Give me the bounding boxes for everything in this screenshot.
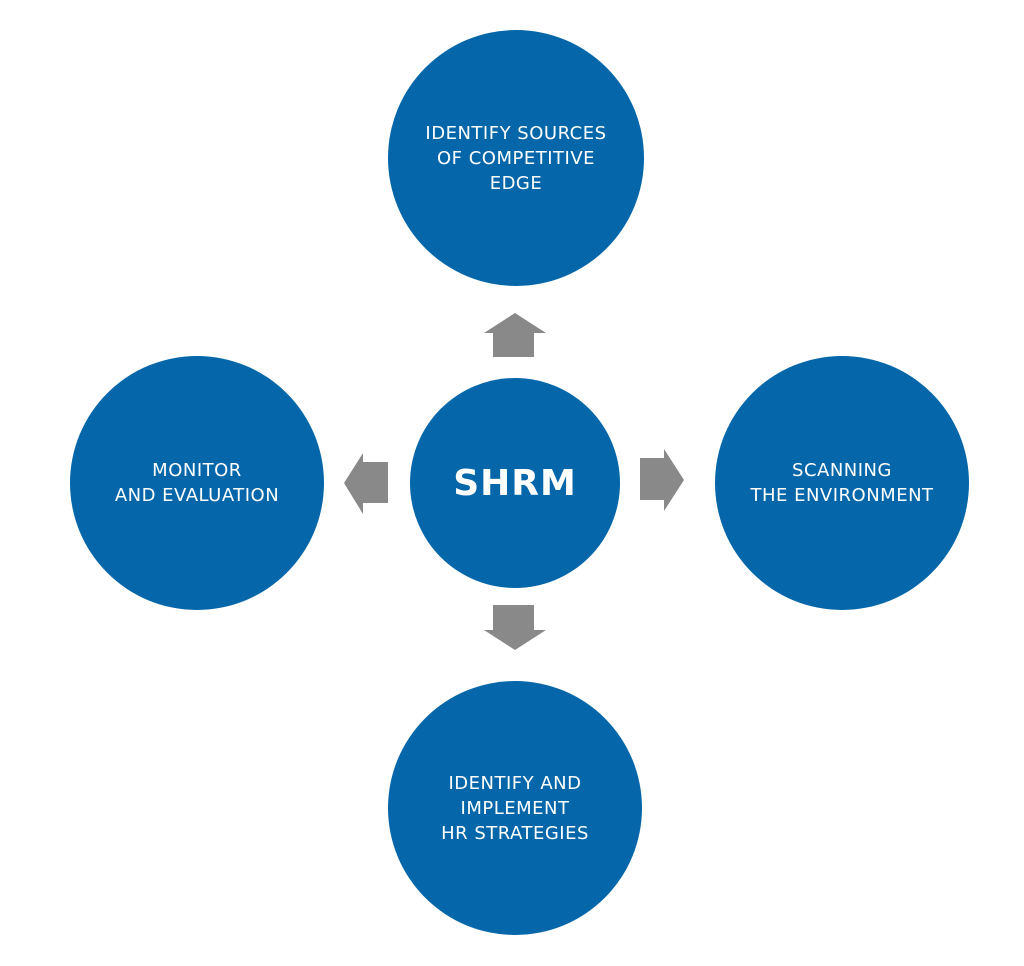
arrow-down-icon [484,605,546,650]
arrow-left-icon [344,453,388,514]
node-hr-strategies: IDENTIFY AND IMPLEMENT HR STRATEGIES [388,681,642,935]
node-label: MONITOR AND EVALUATION [114,460,280,506]
node-scanning-environment: SCANNING THE ENVIRONMENT [715,356,969,610]
node-label: IDENTIFY SOURCES OF COMPETITIVE EDGE [425,122,607,194]
node-label: IDENTIFY AND IMPLEMENT HR STRATEGIES [441,772,589,844]
node-monitor-evaluation: MONITOR AND EVALUATION [70,356,324,610]
node-label: SCANNING THE ENVIRONMENT [750,460,934,506]
arrow-right-icon [640,449,684,511]
node-identify-sources: IDENTIFY SOURCES OF COMPETITIVE EDGE [388,30,644,286]
center-node-shrm: SHRM [410,378,620,588]
arrow-up-icon [484,313,546,357]
center-label: SHRM [453,462,577,504]
